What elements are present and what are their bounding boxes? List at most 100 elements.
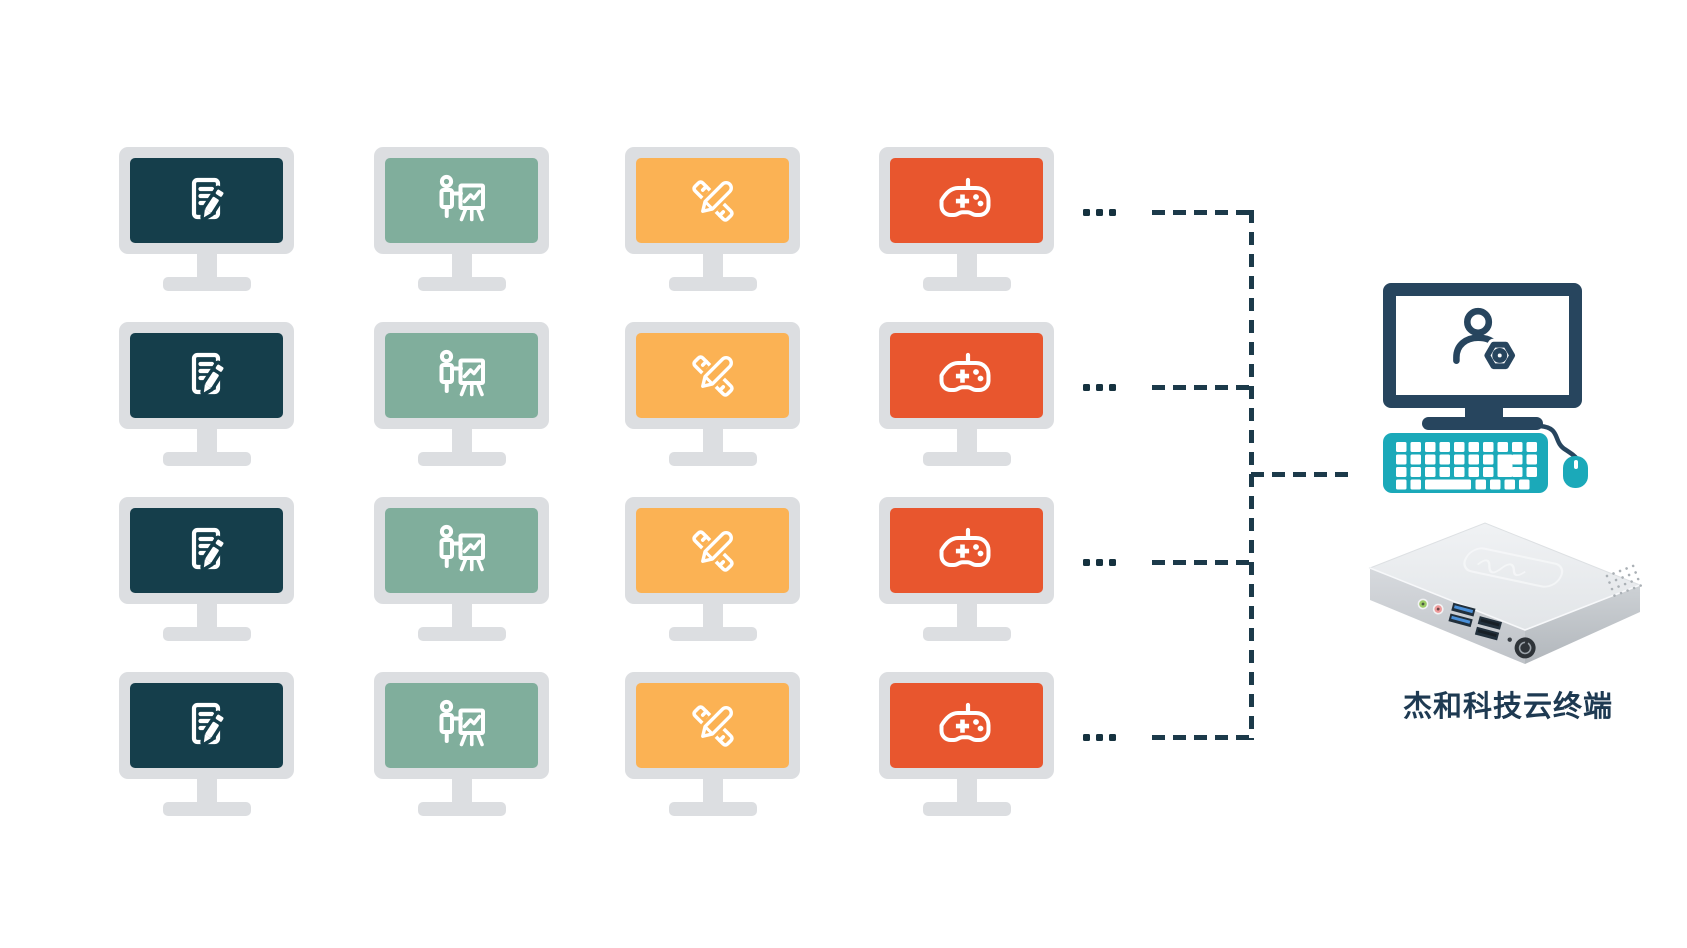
document-edit-icon	[175, 519, 239, 583]
terminal-monitor-gaming	[879, 672, 1054, 817]
ellipsis-dot	[1109, 558, 1116, 566]
monitor-screen-design	[636, 683, 789, 768]
embossed-logo	[1463, 547, 1564, 588]
row-connector-line	[1152, 384, 1251, 390]
row-connector-line	[1152, 209, 1251, 215]
terminal-monitor-presentation	[374, 322, 549, 467]
monitor-bezel	[119, 497, 294, 604]
gamepad-icon	[935, 169, 999, 233]
power-button	[1514, 637, 1536, 659]
monitor-base	[922, 277, 1011, 291]
monitor-screen-presentation	[385, 158, 538, 243]
cloud-terminal-caption: 杰和科技云终端	[1402, 689, 1613, 723]
document-edit-icon	[175, 344, 239, 408]
monitor-bezel	[879, 672, 1054, 779]
monitor-screen-document	[130, 158, 283, 243]
monitor-base	[668, 802, 757, 816]
monitor-bezel	[374, 672, 549, 779]
usb-ports	[1448, 602, 1503, 641]
ruler-pencil-icon	[681, 344, 745, 408]
monitor-base	[162, 627, 251, 641]
terminal-monitor-document	[119, 672, 294, 817]
monitor-screen-design	[636, 333, 789, 418]
terminal-monitor-design	[625, 147, 800, 292]
admin-monitor-base	[1422, 417, 1543, 430]
ellipsis-dot	[1083, 383, 1090, 391]
monitor-screen-design	[636, 508, 789, 593]
monitor-stand	[196, 604, 217, 629]
monitor-base	[668, 452, 757, 466]
monitor-stand	[451, 604, 472, 629]
server-connector-line	[1251, 472, 1353, 477]
monitor-stand	[451, 254, 472, 279]
monitor-base	[162, 802, 251, 816]
terminal-monitor-document	[119, 322, 294, 467]
ellipsis-dot	[1109, 208, 1116, 216]
user-gear-icon	[1440, 299, 1524, 383]
ruler-pencil-icon	[681, 169, 745, 233]
terminal-monitor-design	[625, 322, 800, 467]
monitor-bezel	[119, 672, 294, 779]
terminal-monitor-presentation	[374, 497, 549, 642]
mouse-wheel	[1573, 460, 1578, 469]
monitor-base	[417, 277, 506, 291]
terminal-monitor-document	[119, 147, 294, 292]
terminal-monitor-presentation	[374, 672, 549, 817]
monitor-stand	[196, 779, 217, 804]
monitor-stand	[196, 429, 217, 454]
monitor-bezel	[374, 147, 549, 254]
ellipsis-dot	[1083, 733, 1090, 741]
device-front-face	[1370, 568, 1525, 664]
monitor-stand	[956, 254, 977, 279]
monitor-screen-gaming	[890, 683, 1043, 768]
monitor-base	[668, 627, 757, 641]
ellipsis-dot	[1096, 383, 1103, 391]
document-edit-icon	[175, 694, 239, 758]
monitor-base	[162, 452, 251, 466]
admin-monitor	[1383, 283, 1582, 408]
row-connector-line	[1152, 559, 1251, 565]
monitor-bezel	[374, 322, 549, 429]
monitor-bezel	[119, 147, 294, 254]
monitor-screen-document	[130, 508, 283, 593]
monitor-screen-gaming	[890, 333, 1043, 418]
monitor-bezel	[625, 672, 800, 779]
ruler-pencil-icon	[681, 519, 745, 583]
monitor-screen-document	[130, 333, 283, 418]
monitor-base	[417, 452, 506, 466]
monitor-screen-presentation	[385, 508, 538, 593]
monitor-bezel	[119, 322, 294, 429]
monitor-bezel	[374, 497, 549, 604]
terminal-monitor-design	[625, 497, 800, 642]
ellipsis-dot	[1083, 208, 1090, 216]
monitor-base	[417, 802, 506, 816]
monitor-stand	[702, 429, 723, 454]
ruler-pencil-icon	[681, 694, 745, 758]
monitor-stand	[702, 254, 723, 279]
monitor-stand	[451, 779, 472, 804]
presentation-chart-icon	[430, 344, 494, 408]
monitor-base	[922, 452, 1011, 466]
mouse	[1563, 456, 1588, 488]
device-side-face	[1525, 585, 1640, 664]
ellipsis-dot	[1096, 208, 1103, 216]
monitor-screen-gaming	[890, 158, 1043, 243]
monitor-base	[668, 277, 757, 291]
vent-holes	[1605, 564, 1642, 597]
gamepad-icon	[935, 694, 999, 758]
terminal-monitor-presentation	[374, 147, 549, 292]
row-connector-line	[1152, 734, 1251, 740]
monitor-bezel	[625, 147, 800, 254]
monitor-base	[922, 802, 1011, 816]
monitor-screen-gaming	[890, 508, 1043, 593]
monitor-stand	[956, 429, 977, 454]
monitor-stand	[956, 604, 977, 629]
gamepad-icon	[935, 519, 999, 583]
monitor-screen-presentation	[385, 333, 538, 418]
terminal-monitor-gaming	[879, 322, 1054, 467]
monitor-screen-design	[636, 158, 789, 243]
monitor-bezel	[879, 147, 1054, 254]
terminal-monitor-document	[119, 497, 294, 642]
ellipsis-dot	[1109, 383, 1116, 391]
